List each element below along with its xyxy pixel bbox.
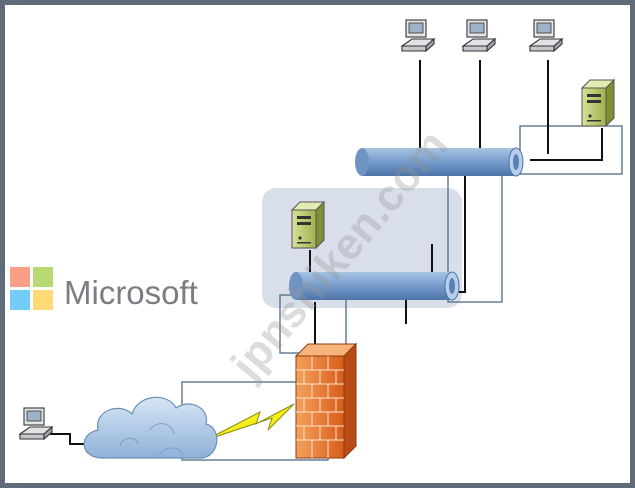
client-pc-icon [19,407,53,440]
brick-firewall-icon [294,342,358,460]
connection-lines [50,60,603,445]
cloud-icon [83,396,218,459]
perimeter-server-icon [291,201,325,249]
internal-server-icon [581,79,615,127]
microsoft-wordmark: Microsoft [64,274,198,311]
outline-box-upper-right [519,125,623,175]
internal-network-pipe [355,147,524,177]
workstation-2-icon [462,19,496,52]
perimeter-network-pipe [289,271,460,301]
network-diagram: Microsoft jpnshiken.com [10,10,635,488]
workstation-3-icon [529,19,563,52]
lightning-bolt-icon [205,403,295,441]
workstation-1-icon [401,19,435,52]
microsoft-logo-icon [10,267,53,310]
